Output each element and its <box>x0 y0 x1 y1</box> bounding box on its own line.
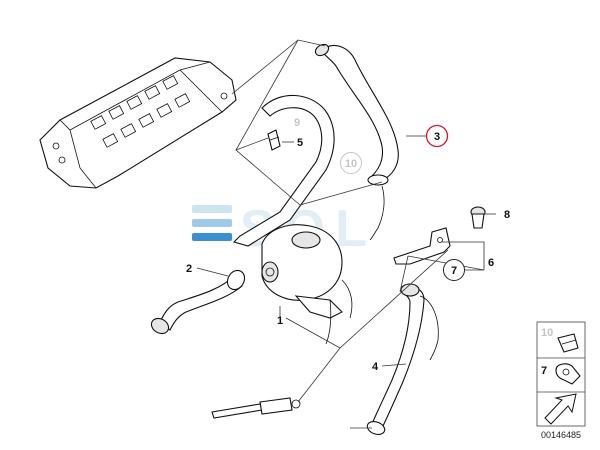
hose-9-illustration <box>232 94 335 247</box>
reference-number: 00146485 <box>541 430 581 440</box>
leader-lines <box>196 39 496 429</box>
hose-3-illustration <box>314 43 399 241</box>
callout-3: 3 <box>434 131 440 143</box>
watermark-accent-bar <box>192 233 232 241</box>
rod-illustration <box>211 397 301 419</box>
callout-2: 2 <box>186 263 192 275</box>
valve-cover-illustration <box>39 57 237 189</box>
hose-2-illustration <box>150 269 246 335</box>
callout-3-highlight-circle <box>425 124 449 148</box>
oil-separator-illustration <box>261 224 353 345</box>
callout-7-circle <box>443 259 465 281</box>
callout-7: 7 <box>451 265 457 277</box>
callout-9: 9 <box>294 117 300 129</box>
legend-label-top: 10 <box>541 327 553 339</box>
callout-4: 4 <box>372 361 379 373</box>
callouts: 1 2 3 4 5 6 7 8 9 10 <box>186 117 510 373</box>
screw-8-illustration <box>470 206 486 229</box>
callout-6: 6 <box>488 257 494 269</box>
callout-8: 8 <box>504 209 510 221</box>
callout-10: 10 <box>345 158 357 170</box>
callout-5: 5 <box>297 137 303 149</box>
clip-5-illustration <box>267 129 281 151</box>
legend-label-mid: 7 <box>541 365 547 377</box>
legend-box: 10 7 <box>536 321 586 427</box>
legend-clamp-icon <box>555 363 581 385</box>
bracket-6-illustration <box>393 227 451 265</box>
callout-1: 1 <box>277 315 283 327</box>
legend-clip-icon <box>557 333 579 353</box>
legend-arrow-icon <box>544 393 577 425</box>
hose-4-illustration <box>366 283 439 435</box>
callout-10-circle <box>340 152 362 174</box>
